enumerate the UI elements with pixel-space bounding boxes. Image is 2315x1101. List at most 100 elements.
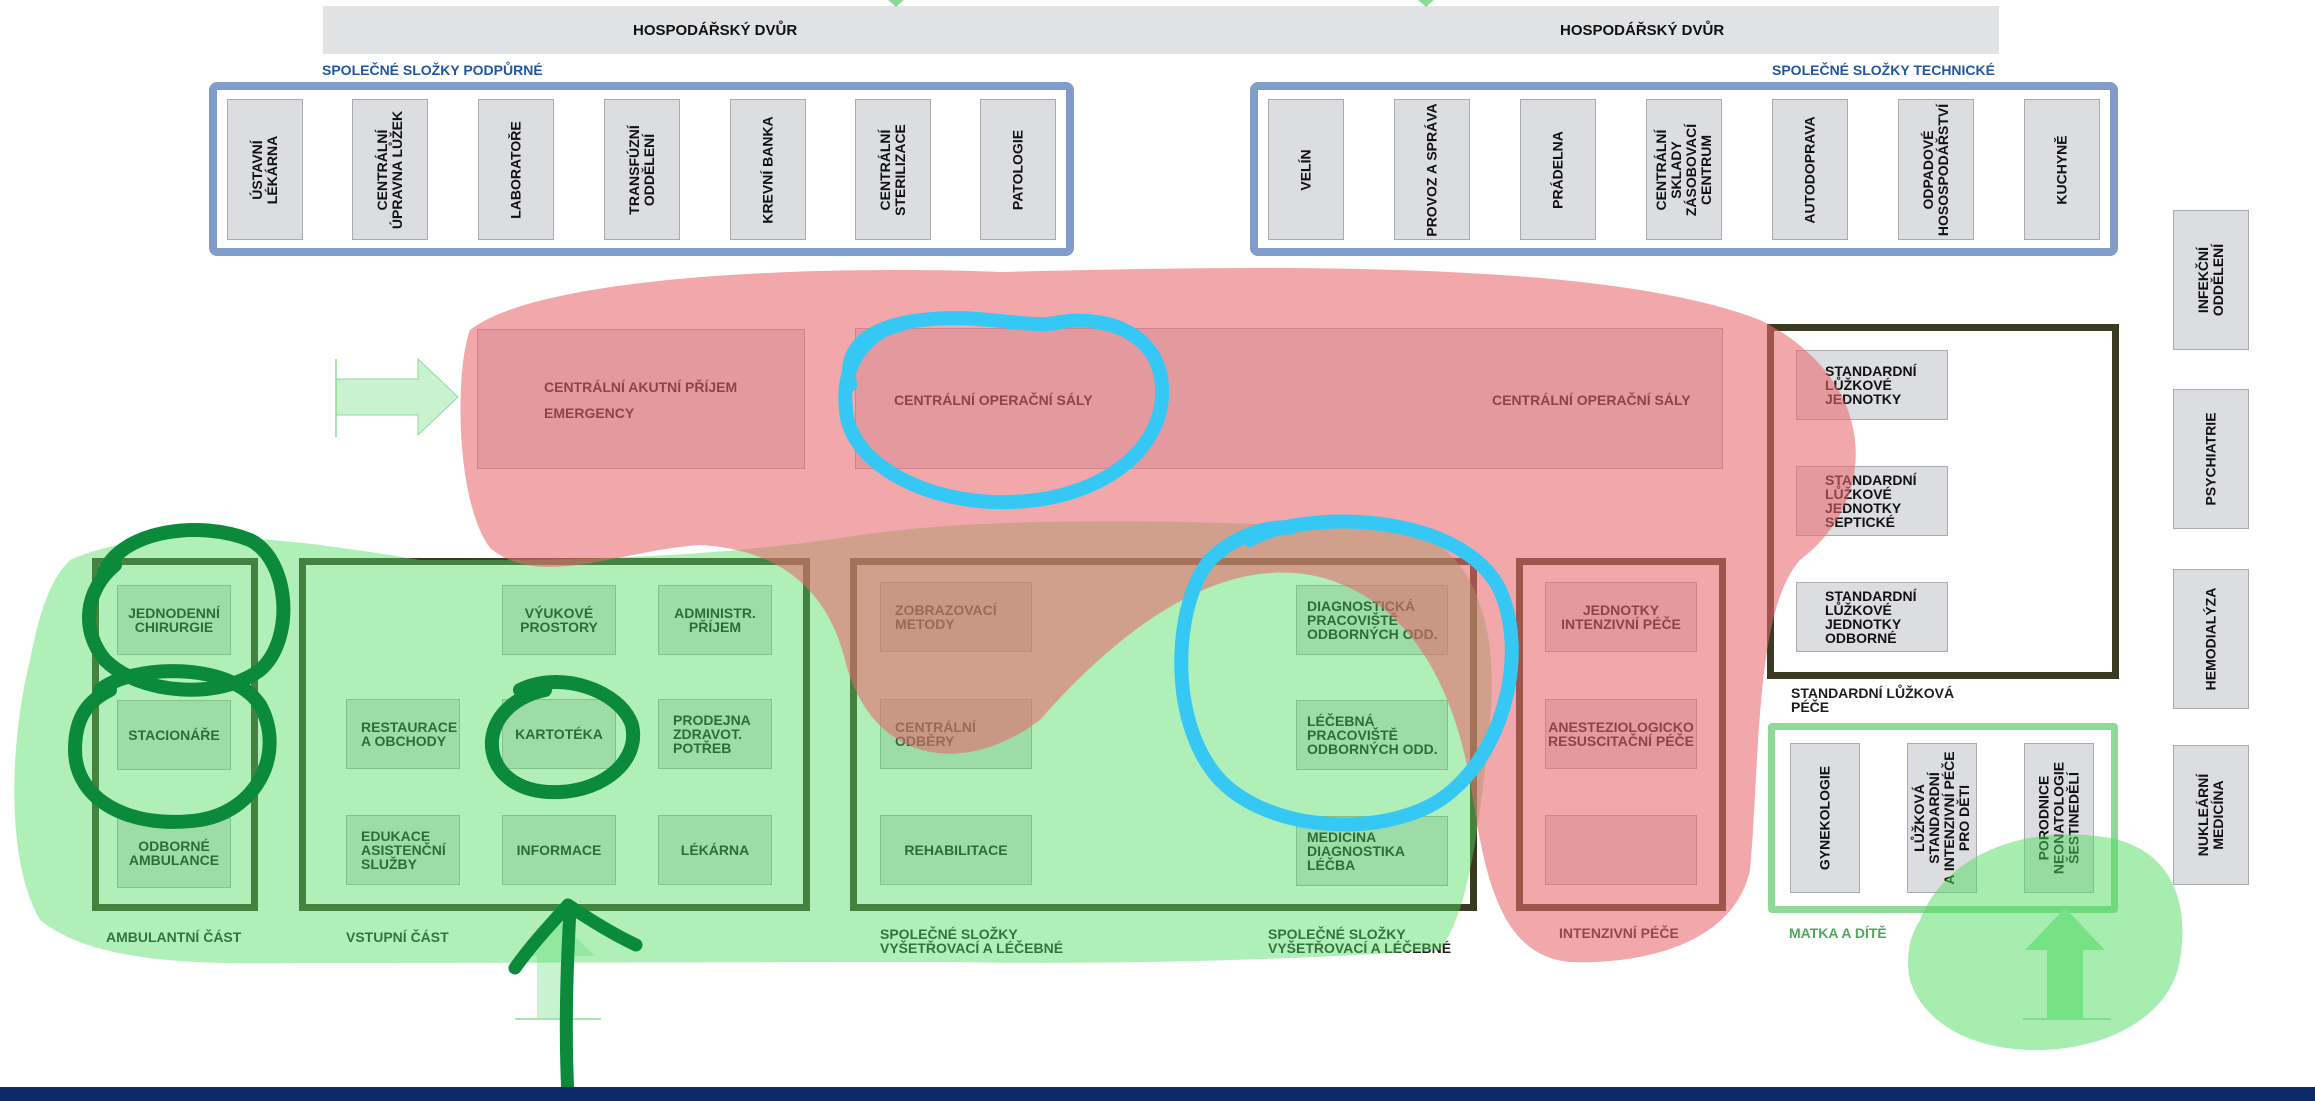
entry-item-1-label: ADMINISTR. PŘÍJEM (674, 605, 756, 635)
side-unit-1-label: PSYCHIATRIE (2202, 412, 2219, 506)
support-group-label: SPOLEČNÉ SLOŽKY PODPŮRNÉ (322, 62, 543, 78)
technical-group-label: SPOLEČNÉ SLOŽKY TECHNICKÉ (1772, 62, 1995, 78)
support-group-frame (209, 82, 1074, 256)
technical-item-3: CENTRÁLNÍ SKLADY ZÁSOBOVACÍ CENTRUM (1646, 99, 1722, 240)
support-item-5: CENTRÁLNÍ STERILIZACE (855, 99, 931, 240)
technical-item-5: ODPADOVÉ HOSOSPODÁŘSTVÍ (1898, 99, 1974, 240)
technical-item-4: AUTODOPRAVA (1772, 99, 1848, 240)
entry-item-5-label: EDUKACE ASISTENČNÍ SLUŽBY (361, 828, 446, 872)
diag-left-item-2: REHABILITACE (880, 815, 1032, 885)
diag-left-item-2-label: REHABILITACE (904, 842, 1008, 858)
technical-item-3-label: CENTRÁLNÍ SKLADY ZÁSOBOVACÍ CENTRUM (1653, 123, 1714, 216)
support-item-1: CENTRÁLNÍ ÚPRAVNA LŮŽEK (352, 99, 428, 240)
diagnostic-right-label: SPOLEČNÉ SLOŽKY VYŠETŘOVACÍ A LÉČEBNÉ (1268, 926, 1452, 956)
diag-left-item-0: ZOBRAZOVACÍ METODY (880, 582, 1032, 652)
entry-item-5: EDUKACE ASISTENČNÍ SLUŽBY (346, 815, 460, 885)
ambulant-item-0-label: JEDNODENNÍ CHIRURGIE (128, 605, 220, 635)
ambulant-item-2: ODBORNÉ AMBULANCE (117, 818, 231, 888)
technical-item-0-label: VELÍN (1297, 148, 1314, 191)
diag-left-item-1-label: CENTRÁLNÍ ODBĚRY (895, 719, 976, 749)
emergency-line1: CENTRÁLNÍ AKUTNÍ PŘÍJEM (544, 379, 738, 395)
support-item-4: KREVNÍ BANKA (730, 99, 806, 240)
diag-left-item-0-label: ZOBRAZOVACÍ METODY (895, 602, 997, 632)
support-item-6-label: PATOLOGIE (1009, 129, 1026, 210)
emergency-admission-box: CENTRÁLNÍ AKUTNÍ PŘÍJEM EMERGENCY (477, 329, 805, 469)
icu-item-1-label: ANESTEZIOLOGICKO RESUSCITAČNÍ PÉČE (1548, 719, 1694, 749)
support-item-5-label: CENTRÁLNÍ STERILIZACE (877, 123, 908, 216)
mother-child-item-0-label: GYNEKOLOGIE (1816, 765, 1833, 871)
main-entry-arrow (515, 916, 601, 1020)
ward-unit-0-label: STANDARDNÍ LŮŽKOVÉ JEDNOTKY (1825, 363, 1917, 407)
support-item-3-label: TRANSFÚZNÍ ODDĚLENÍ (626, 124, 657, 215)
ward-unit-0: STANDARDNÍ LŮŽKOVÉ JEDNOTKY (1796, 350, 1948, 420)
mother-child-item-2: PORODNICE NEONATOLOGIE ŠESTINEDĚLÍ (2024, 743, 2094, 893)
diagnostic-left-label: SPOLEČNÉ SLOŽKY VYŠETŘOVACÍ A LÉČEBNÉ (880, 926, 1064, 956)
entry-item-0: VÝUKOVÉ PROSTORY (502, 585, 616, 655)
operating-right-label: CENTRÁLNÍ OPERAČNÍ SÁLY (1492, 392, 1691, 408)
technical-item-2: PRÁDELNA (1520, 99, 1596, 240)
entry-item-7: LÉKÁRNA (658, 815, 772, 885)
top-arrow-right (1418, 0, 1434, 7)
technical-item-2-label: PRÁDELNA (1549, 130, 1566, 209)
ward-unit-1-label: STANDARDNÍ LŮŽKOVÉ JEDNOTKY SEPTICKÉ (1825, 472, 1917, 530)
top-arrow-left (888, 0, 904, 7)
maternity-entry-arrow (2023, 908, 2111, 1020)
ambulant-item-2-label: ODBORNÉ AMBULANCE (128, 838, 220, 868)
footer-bar (0, 1087, 2315, 1101)
technical-item-6: KUCHYNĚ (2024, 99, 2100, 240)
ward-unit-1: STANDARDNÍ LŮŽKOVÉ JEDNOTKY SEPTICKÉ (1796, 466, 1948, 536)
service-yard-band (323, 6, 1999, 54)
entry-item-3: KARTOTÉKA (502, 699, 616, 769)
entry-item-7-label: LÉKÁRNA (680, 842, 750, 858)
support-item-4-label: KREVNÍ BANKA (759, 115, 776, 224)
ward-unit-2-label: STANDARDNÍ LŮŽKOVÉ JEDNOTKY ODBORNÉ (1825, 588, 1917, 646)
standard-ward-label: STANDARDNÍ LŮŽKOVÁ PÉČE (1791, 685, 1955, 715)
diag-right-item-0-label: DIAGNOSTICKÁ PRACOVIŠTĚ ODBORNÝCH ODD. (1307, 598, 1438, 642)
technical-item-6-label: KUCHYNĚ (2053, 134, 2070, 205)
ambulant-item-0: JEDNODENNÍ CHIRURGIE (117, 585, 231, 655)
icu-item-0: JEDNOTKY INTENZIVNÍ PÉČE (1545, 582, 1697, 652)
diag-left-item-1: CENTRÁLNÍ ODBĚRY (880, 699, 1032, 769)
entry-item-6-label: INFORMACE (516, 842, 602, 858)
side-unit-2: HEMODIALÝZA (2173, 569, 2249, 709)
diag-right-item-2: MEDICÍNA DIAGNOSTIKA LÉČBA (1296, 816, 1448, 886)
emergency-line2: EMERGENCY (544, 405, 635, 421)
mother-child-item-1: LŮŽKOVÁ STANDARDNÍ A INTENZIVNÍ PÉČE PRO… (1907, 743, 1977, 893)
diag-right-item-2-label: MEDICÍNA DIAGNOSTIKA LÉČBA (1307, 829, 1405, 873)
mother-child-label: MATKA A DÍTĚ (1789, 925, 1887, 941)
technical-item-5-label: ODPADOVÉ HOSOSPODÁŘSTVÍ (1920, 103, 1951, 236)
entry-label: VSTUPNÍ ČÁST (346, 929, 449, 945)
icu-item-2 (1545, 815, 1697, 885)
side-unit-0: INFEKČNÍ ODDĚLENÍ (2173, 210, 2249, 350)
diag-right-item-1: LÉČEBNÁ PRACOVIŠTĚ ODBORNÝCH ODD. (1296, 700, 1448, 770)
ambulant-label: AMBULANTNÍ ČÁST (106, 929, 242, 945)
mother-child-item-1-label: LŮŽKOVÁ STANDARDNÍ A INTENZIVNÍ PÉČE PRO… (1911, 751, 1972, 885)
support-item-6: PATOLOGIE (980, 99, 1056, 240)
technical-item-4-label: AUTODOPRAVA (1801, 115, 1818, 224)
side-unit-2-label: HEMODIALÝZA (2202, 587, 2219, 691)
side-unit-1: PSYCHIATRIE (2173, 389, 2249, 529)
support-item-1-label: CENTRÁLNÍ ÚPRAVNA LŮŽEK (374, 110, 405, 229)
service-yard-label-left: HOSPODÁŘSKÝ DVŮR (633, 22, 798, 39)
support-item-2-label: LABORATOŘE (507, 120, 524, 219)
support-item-0: ÚSTAVNÍ LÉKÁRNA (227, 99, 303, 240)
entry-item-2: RESTAURACE A OBCHODY (346, 699, 460, 769)
support-item-3: TRANSFÚZNÍ ODDĚLENÍ (604, 99, 680, 240)
entry-item-4-label: PRODEJNA ZDRAVOT. POTŘEB (673, 712, 751, 756)
entry-item-6: INFORMACE (502, 815, 616, 885)
side-unit-0-label: INFEKČNÍ ODDĚLENÍ (2195, 243, 2226, 317)
entry-item-1: ADMINISTR. PŘÍJEM (658, 585, 772, 655)
mother-child-item-2-label: PORODNICE NEONATOLOGIE ŠESTINEDĚLÍ (2035, 761, 2082, 875)
mother-child-item-0: GYNEKOLOGIE (1790, 743, 1860, 893)
entry-item-0-label: VÝUKOVÉ PROSTORY (520, 605, 598, 635)
support-item-2: LABORATOŘE (478, 99, 554, 240)
emergency-entry-arrow (335, 357, 459, 437)
technical-item-1: PROVOZ A SPRÁVA (1394, 99, 1470, 240)
top-connector-arrows (888, 0, 1434, 7)
icu-item-0-label: JEDNOTKY INTENZIVNÍ PÉČE (1561, 602, 1681, 632)
operating-theatres-box: CENTRÁLNÍ OPERAČNÍ SÁLY CENTRÁLNÍ OPERAČ… (855, 328, 1723, 469)
ambulant-item-1-label: STACIONÁŘE (128, 727, 220, 743)
ambulant-item-1: STACIONÁŘE (117, 700, 231, 770)
ward-unit-2: STANDARDNÍ LŮŽKOVÉ JEDNOTKY ODBORNÉ (1796, 582, 1948, 652)
support-item-0-label: ÚSTAVNÍ LÉKÁRNA (249, 135, 280, 204)
